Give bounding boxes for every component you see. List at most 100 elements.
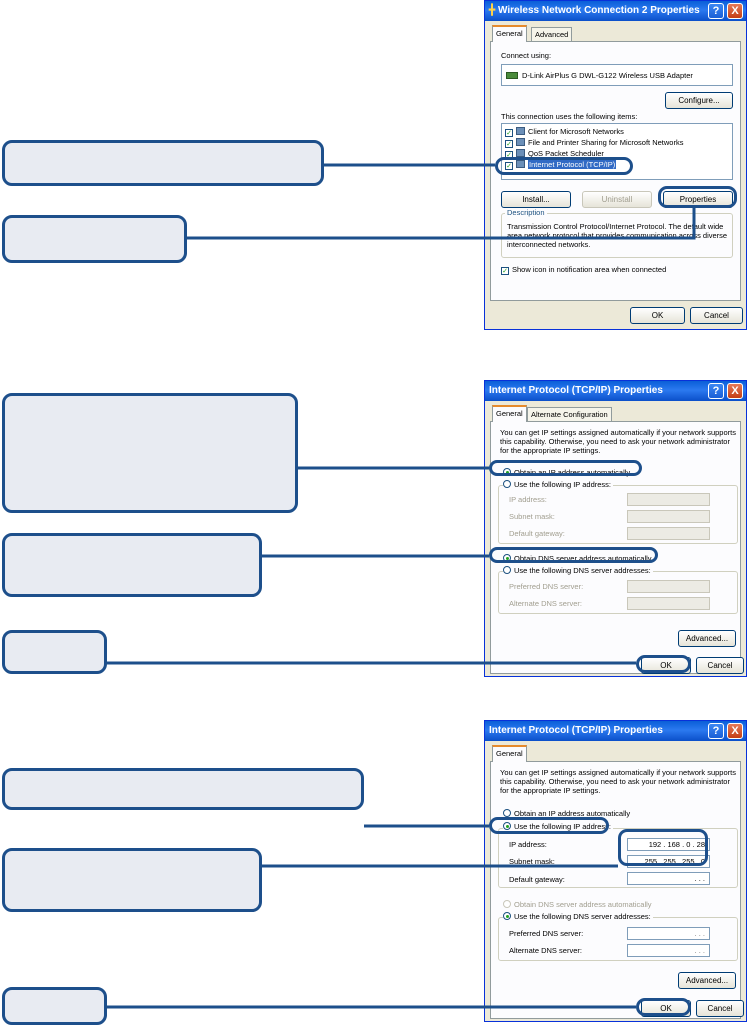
tab-alternate-configuration[interactable]: Alternate Configuration bbox=[527, 407, 612, 421]
default-gateway-input[interactable]: . . . bbox=[627, 872, 710, 885]
checkbox[interactable]: ✓ bbox=[505, 162, 513, 170]
radio-unselected[interactable] bbox=[503, 566, 511, 574]
tcpip-properties-dialog-static: Internet Protocol (TCP/IP) Properties ? … bbox=[484, 720, 747, 1022]
tab-strip: General Alternate Configuration bbox=[490, 405, 741, 422]
configure-button[interactable]: Configure... bbox=[665, 92, 733, 109]
callout-box-4 bbox=[2, 533, 262, 597]
intro-text: You can get IP settings assigned automat… bbox=[500, 428, 736, 455]
description-label: Description bbox=[505, 208, 547, 217]
obtain-ip-radio[interactable]: Obtain an IP address automatically bbox=[503, 809, 630, 818]
default-gateway-label: Default gateway: bbox=[509, 875, 565, 884]
highlight-obtain-dns bbox=[489, 547, 658, 563]
help-button[interactable]: ? bbox=[708, 723, 724, 739]
network-adapter-icon bbox=[506, 72, 518, 79]
adapter-field: D-Link AirPlus G DWL-G122 Wireless USB A… bbox=[501, 64, 733, 86]
dialog-title: Internet Protocol (TCP/IP) Properties bbox=[489, 385, 663, 396]
checkbox[interactable]: ✓ bbox=[505, 140, 513, 148]
default-gateway-input[interactable] bbox=[627, 527, 710, 540]
advanced-button[interactable]: Advanced... bbox=[678, 630, 736, 647]
tab-general[interactable]: General bbox=[492, 745, 527, 762]
tab-general[interactable]: General bbox=[492, 405, 527, 422]
close-button[interactable]: X bbox=[727, 723, 743, 739]
preferred-dns-input[interactable]: . . . bbox=[627, 927, 710, 940]
install-button[interactable]: Install... bbox=[501, 191, 571, 208]
callout-box-2 bbox=[2, 215, 187, 263]
help-button[interactable]: ? bbox=[708, 3, 724, 19]
dialog-titlebar[interactable]: Internet Protocol (TCP/IP) Properties ? … bbox=[485, 381, 746, 401]
tab-general[interactable]: General bbox=[492, 25, 527, 42]
radio-selected[interactable] bbox=[503, 912, 511, 920]
list-item[interactable]: ✓Client for Microsoft Networks bbox=[505, 127, 624, 137]
ok-button[interactable]: OK bbox=[630, 307, 685, 324]
general-tab-panel: You can get IP settings assigned automat… bbox=[490, 761, 744, 1019]
components-list: ✓Client for Microsoft Networks ✓File and… bbox=[501, 123, 733, 180]
radio-unselected[interactable] bbox=[503, 809, 511, 817]
qos-scheduler-icon bbox=[516, 149, 525, 157]
ip-address-label: IP address: bbox=[509, 840, 547, 849]
subnet-mask-input[interactable] bbox=[627, 510, 710, 523]
highlight-use-ip bbox=[489, 817, 609, 834]
preferred-dns-label: Preferred DNS server: bbox=[509, 582, 584, 591]
highlight-ok-button-2 bbox=[636, 655, 691, 673]
preferred-dns-label: Preferred DNS server: bbox=[509, 929, 584, 938]
use-ip-radio[interactable]: Use the following IP address: bbox=[503, 480, 613, 489]
ip-address-input[interactable]: 192 . 168 . 0 . 28 bbox=[627, 838, 710, 851]
cancel-button[interactable]: Cancel bbox=[696, 657, 744, 674]
tab-advanced[interactable]: Advanced bbox=[531, 27, 573, 41]
checkbox[interactable]: ✓ bbox=[501, 267, 509, 275]
show-icon-option[interactable]: ✓Show icon in notification area when con… bbox=[501, 265, 667, 275]
items-label: This connection uses the following items… bbox=[501, 112, 638, 121]
ip-address-group bbox=[498, 828, 738, 888]
alternate-dns-input[interactable]: . . . bbox=[627, 944, 710, 957]
list-item[interactable]: ✓Internet Protocol (TCP/IP) bbox=[505, 160, 617, 170]
close-button[interactable]: X bbox=[727, 383, 743, 399]
preferred-dns-input[interactable] bbox=[627, 580, 710, 593]
list-item[interactable]: ✓QoS Packet Scheduler bbox=[505, 149, 604, 159]
radio-unselected[interactable] bbox=[503, 900, 511, 908]
ip-address-input[interactable] bbox=[627, 493, 710, 506]
connector-line-2 bbox=[187, 208, 696, 240]
dialog-titlebar[interactable]: ╋Wireless Network Connection 2 Propertie… bbox=[485, 1, 746, 21]
description-text: Transmission Control Protocol/Internet P… bbox=[507, 222, 728, 249]
subnet-mask-label: Subnet mask: bbox=[509, 857, 555, 866]
close-button[interactable]: X bbox=[727, 3, 743, 19]
dialog-titlebar[interactable]: Internet Protocol (TCP/IP) Properties ? … bbox=[485, 721, 746, 741]
general-tab-panel: Connect using: D-Link AirPlus G DWL-G122… bbox=[490, 41, 741, 301]
cancel-button[interactable]: Cancel bbox=[690, 307, 743, 324]
file-sharing-icon bbox=[516, 138, 525, 146]
callout-box-3 bbox=[2, 393, 298, 513]
connect-using-label: Connect using: bbox=[501, 51, 552, 60]
use-dns-radio[interactable]: Use the following DNS server addresses: bbox=[503, 912, 653, 921]
subnet-mask-label: Subnet mask: bbox=[509, 512, 555, 521]
obtain-dns-radio[interactable]: Obtain DNS server address automatically bbox=[503, 900, 652, 909]
network-connection-icon: ╋ bbox=[489, 5, 496, 16]
highlight-ok-button-3 bbox=[636, 998, 691, 1016]
tab-strip: General Advanced bbox=[490, 25, 741, 42]
radio-unselected[interactable] bbox=[503, 480, 511, 488]
callout-box-6 bbox=[2, 768, 364, 810]
use-dns-radio[interactable]: Use the following DNS server addresses: bbox=[503, 566, 653, 575]
tab-strip: General bbox=[490, 745, 741, 762]
alternate-dns-input[interactable] bbox=[627, 597, 710, 610]
dialog-title: Internet Protocol (TCP/IP) Properties bbox=[489, 725, 663, 736]
callout-box-1 bbox=[2, 140, 324, 186]
advanced-button[interactable]: Advanced... bbox=[678, 972, 736, 989]
default-gateway-label: Default gateway: bbox=[509, 529, 565, 538]
tcpip-properties-dialog-automatic: Internet Protocol (TCP/IP) Properties ? … bbox=[484, 380, 747, 677]
ip-address-label: IP address: bbox=[509, 495, 547, 504]
alternate-dns-label: Alternate DNS server: bbox=[509, 599, 582, 608]
callout-box-8 bbox=[2, 987, 107, 1025]
help-button[interactable]: ? bbox=[708, 383, 724, 399]
radio-selected[interactable] bbox=[503, 822, 511, 830]
callout-box-5 bbox=[2, 630, 107, 674]
checkbox[interactable]: ✓ bbox=[505, 129, 513, 137]
adapter-name: D-Link AirPlus G DWL-G122 Wireless USB A… bbox=[522, 71, 693, 80]
callout-box-7 bbox=[2, 848, 262, 912]
list-item[interactable]: ✓File and Printer Sharing for Microsoft … bbox=[505, 138, 684, 148]
uninstall-button[interactable]: Uninstall bbox=[582, 191, 652, 208]
dialog-title: Wireless Network Connection 2 Properties bbox=[498, 5, 700, 16]
cancel-button[interactable]: Cancel bbox=[696, 1000, 744, 1017]
highlight-obtain-ip bbox=[489, 460, 642, 476]
use-ip-radio[interactable]: Use the following IP address: bbox=[503, 822, 613, 831]
